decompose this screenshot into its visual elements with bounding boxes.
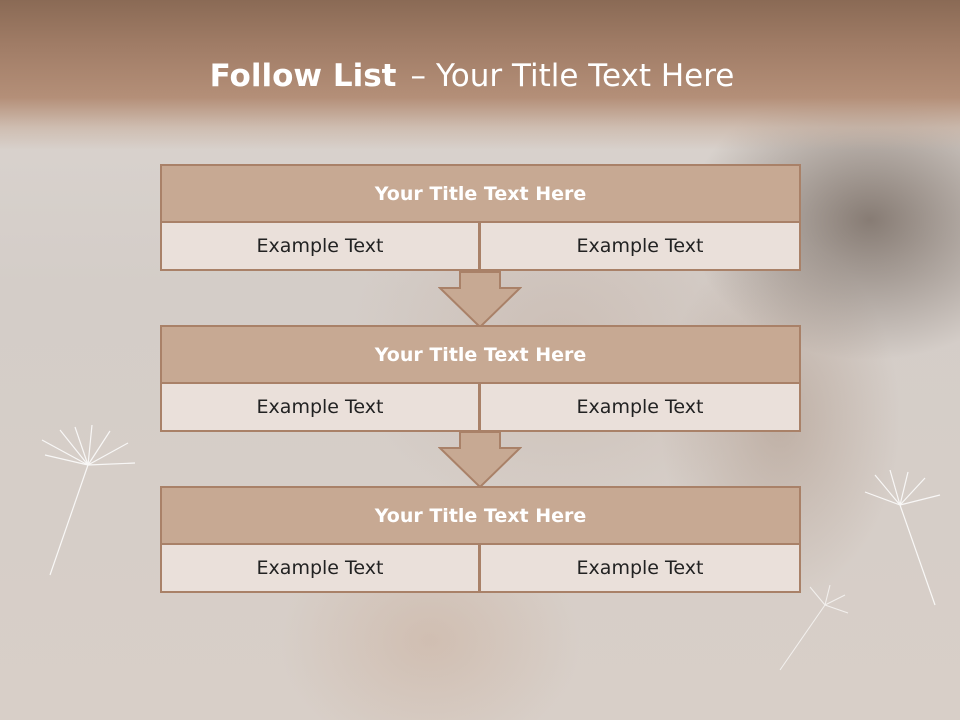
step-left-text: Example Text [160, 382, 480, 432]
step-right-text: Example Text [479, 221, 801, 271]
title-separator: – [410, 58, 426, 94]
slide-title: Follow List–Your Title Text Here [0, 54, 944, 98]
step-title: Your Title Text Here [160, 164, 801, 223]
down-arrow-icon [438, 431, 522, 489]
step-box-1: Your Title Text Here Example Text Exampl… [160, 164, 801, 271]
dandelion-seed-icon [41, 425, 136, 576]
step-box-2: Your Title Text Here Example Text Exampl… [160, 325, 801, 432]
dandelion-seed-icon [864, 470, 941, 606]
title-bold: Follow List [209, 58, 397, 94]
step-left-text: Example Text [160, 221, 480, 271]
step-title: Your Title Text Here [160, 325, 801, 384]
down-arrow-icon [438, 271, 522, 329]
dandelion-seed-icon [779, 585, 849, 671]
step-right-text: Example Text [479, 382, 801, 432]
title-rest: Your Title Text Here [435, 58, 735, 94]
step-right-text: Example Text [479, 543, 801, 593]
step-box-3: Your Title Text Here Example Text Exampl… [160, 486, 801, 593]
step-left-text: Example Text [160, 543, 480, 593]
step-title: Your Title Text Here [160, 486, 801, 545]
header-band [0, 0, 960, 150]
